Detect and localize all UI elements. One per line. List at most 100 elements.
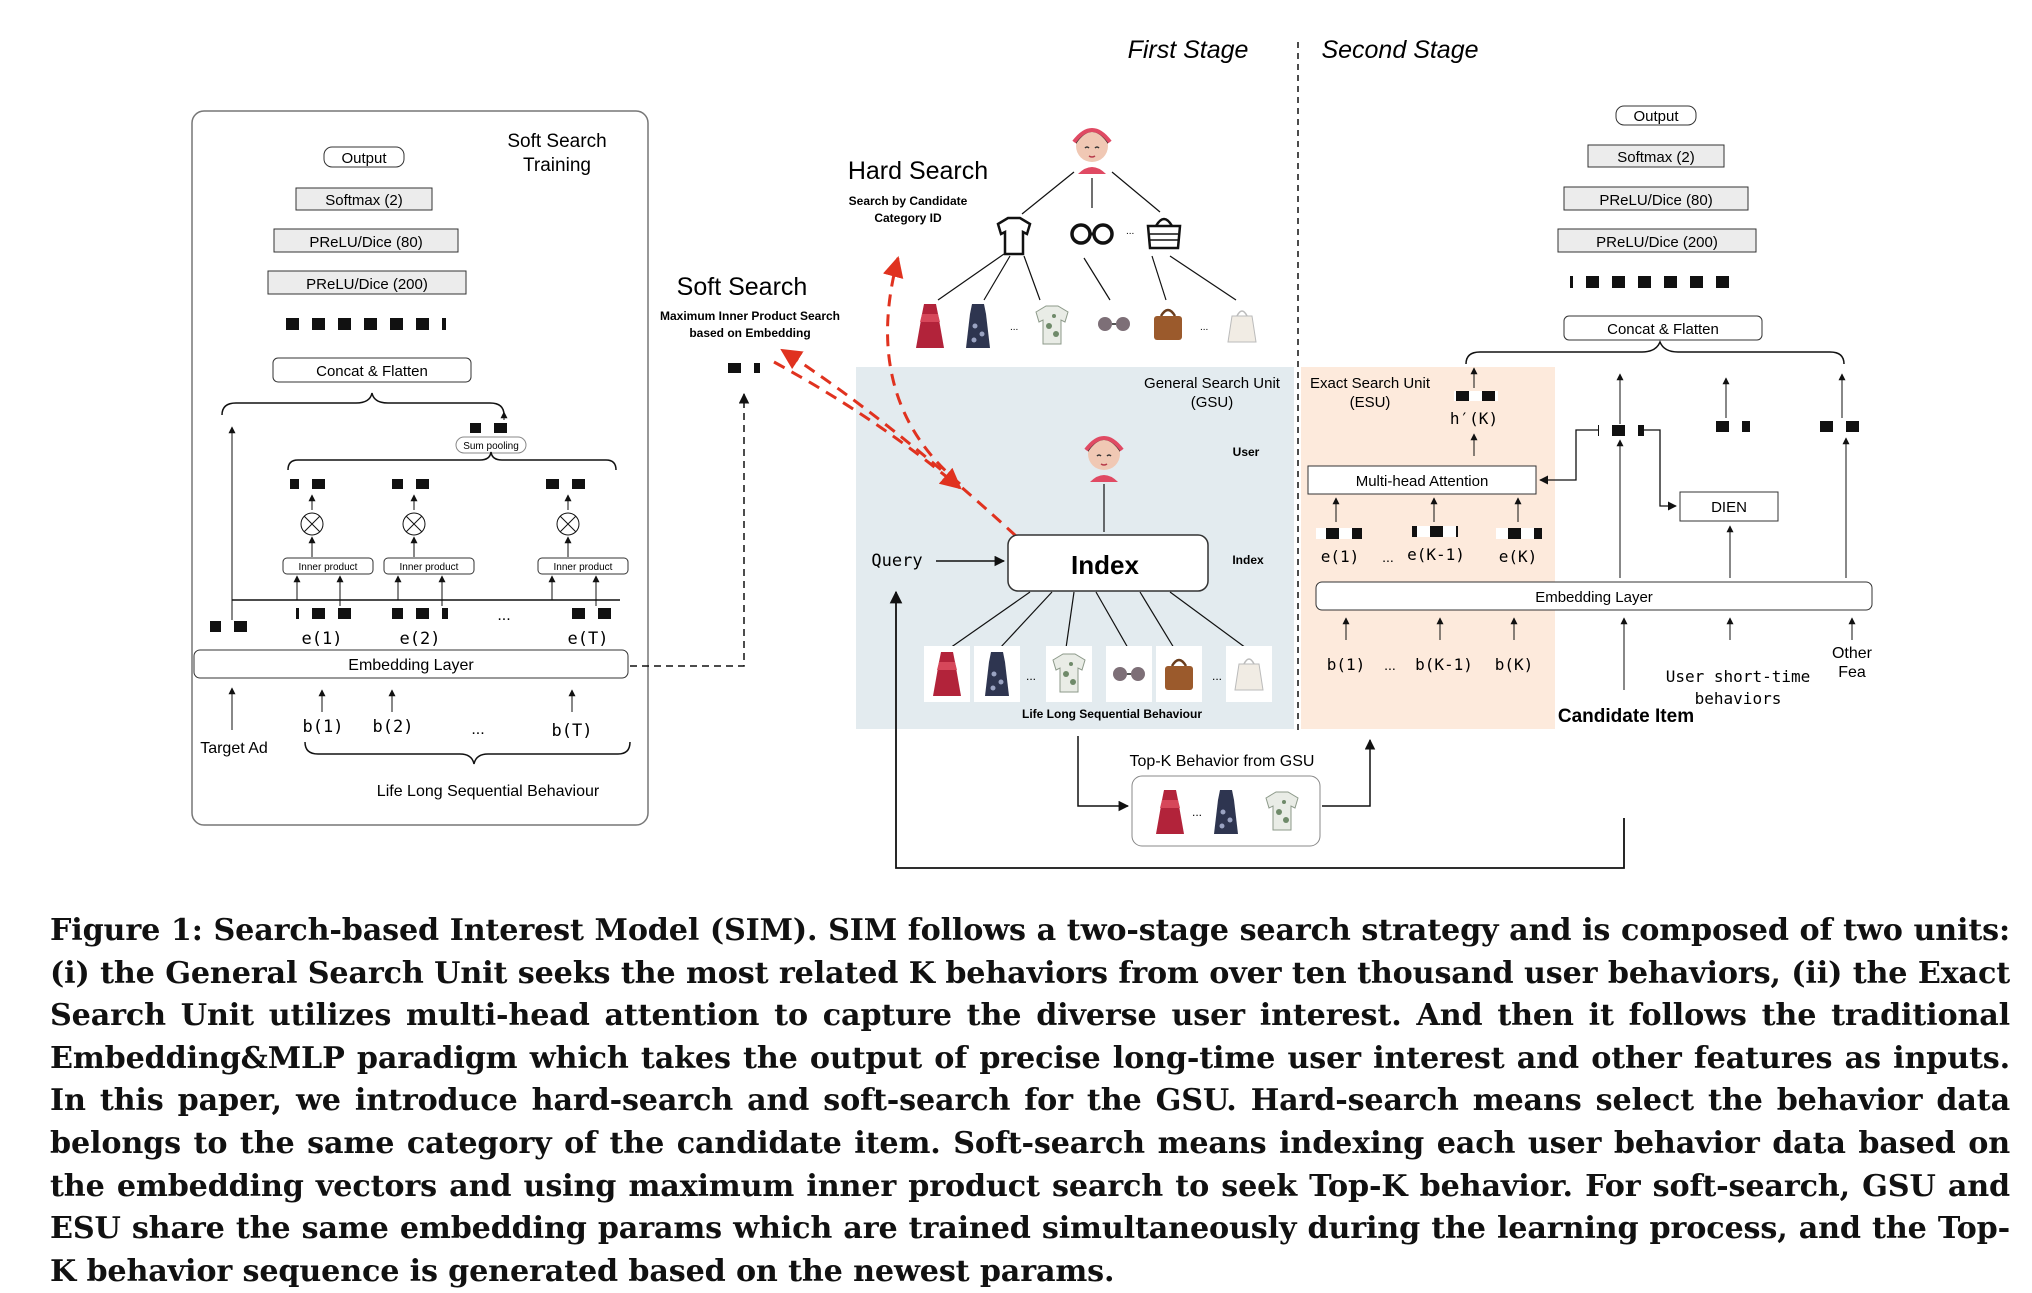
topk-to-esu-arrow: [1322, 738, 1376, 807]
svg-text:...: ...: [1026, 669, 1036, 683]
ellipsis-esu-e: ...: [1382, 549, 1394, 565]
concat-brace-left: [221, 392, 505, 416]
prelu80-label-right: PReLU/Dice (80): [1599, 192, 1712, 209]
eT-label-left: e(T): [568, 629, 609, 649]
embedding-layer-label-left: Embedding Layer: [348, 657, 474, 674]
weighted-column-3: Inner product: [537, 479, 629, 575]
soft-search-title: Soft Search: [677, 273, 808, 301]
soft-training-subtitle: Training: [523, 155, 591, 176]
output-label-left: Output: [341, 150, 387, 167]
candidate-to-dien-arrow: [1644, 429, 1677, 511]
candidate-to-query-loop: [889, 590, 1625, 869]
candidate-item-label: Candidate Item: [1558, 706, 1694, 727]
softmax-label-right: Softmax (2): [1617, 149, 1695, 166]
b1-label-esu: b(1): [1327, 655, 1366, 674]
eK1-vector-esu: [1412, 526, 1458, 537]
gsu-title-2: (GSU): [1191, 394, 1234, 411]
svg-text:...: ...: [1212, 669, 1222, 683]
e1-vector-esu: [1316, 528, 1362, 539]
index-red-arrow: [773, 360, 962, 490]
candidate-vector: [1598, 425, 1644, 436]
ellipsis-esu-b: ...: [1384, 657, 1396, 673]
candidate-to-mha-arrow: [1539, 429, 1598, 485]
user-avatar-icon-top: [1072, 128, 1112, 176]
handbag-icon: [1146, 217, 1182, 250]
hK-label: h′(K): [1450, 409, 1498, 428]
shirt-product-icon: [1035, 305, 1069, 345]
concat-label-left: Concat & Flatten: [316, 363, 428, 380]
index-fanout-lines: [949, 591, 1247, 649]
dien-label: DIEN: [1711, 499, 1747, 516]
first-stage-label: First Stage: [1128, 36, 1249, 64]
gsu-user-label: User: [1233, 445, 1260, 459]
concat-brace-right: [1465, 339, 1845, 365]
gsu-index-label: Index: [1232, 553, 1264, 567]
esu-panel: [1301, 367, 1555, 729]
sum-pooling-label: Sum pooling: [463, 441, 519, 452]
svg-text:...: ...: [1126, 226, 1134, 237]
e1-vector-left: [296, 608, 352, 619]
hard-search-title: Hard Search: [848, 157, 988, 185]
svg-text:...: ...: [1200, 322, 1208, 333]
short-behavior-label-2: behaviors: [1695, 689, 1782, 708]
svg-text:...: ...: [1192, 805, 1202, 819]
soft-search-red-arrow: [780, 348, 1018, 538]
target-ad-label: Target Ad: [200, 740, 268, 757]
eT-vector-left: [562, 608, 618, 619]
weighted-column-2: Inner product: [383, 479, 475, 575]
figure-caption: Figure 1: Search-based Interest Model (S…: [50, 913, 2010, 1289]
e1-label-esu: e(1): [1321, 547, 1360, 566]
esu-title-1: Exact Search Unit: [1310, 375, 1431, 392]
dress-icon-1: [916, 304, 944, 348]
eK-label-esu: e(K): [1499, 547, 1538, 566]
soft-training-panel: [191, 110, 649, 826]
softmax-label-left: Softmax (2): [325, 192, 403, 209]
gsu-product-row: ... ...: [924, 646, 1272, 702]
life-long-brace-left: [304, 741, 631, 765]
svg-text:Inner product: Inner product: [400, 562, 459, 573]
index-box: [1007, 534, 1209, 592]
embedding-layer-left: [193, 649, 629, 679]
life-long-label-left: Life Long Sequential Behaviour: [377, 783, 600, 800]
bK1-label-esu: b(K-1): [1415, 655, 1473, 674]
ellipsis-left-b: ...: [471, 721, 484, 738]
prelu80-box-right: [1563, 186, 1749, 211]
prelu80-box-left: [273, 228, 459, 253]
svg-text:Inner product: Inner product: [299, 562, 358, 573]
svg-text:...: ...: [1010, 322, 1018, 333]
gsu-to-topk-arrow: [1077, 736, 1130, 812]
glasses-icon: [1070, 223, 1114, 245]
soft-search-dashed-link: [630, 392, 750, 667]
embedding-layer-label-right: Embedding Layer: [1535, 589, 1653, 606]
bK-label-esu: b(K): [1495, 655, 1534, 674]
prelu200-box-left: [267, 270, 467, 295]
soft-search-vector: [716, 363, 760, 373]
other-fea-label-1: Other: [1832, 645, 1873, 662]
output-box-right: [1615, 105, 1697, 126]
hK-vector: [1454, 391, 1498, 401]
e2-label-left: e(2): [400, 629, 441, 649]
prelu80-label-left: PReLU/Dice (80): [309, 234, 422, 251]
prelu200-label-left: PReLU/Dice (200): [306, 276, 428, 293]
embedding-vector-right-top: [1570, 276, 1736, 288]
dien-box: [1679, 491, 1779, 522]
esu-title-2: (ESU): [1350, 394, 1391, 411]
softmax-box-left: [295, 187, 433, 211]
hard-search-red-arrow: [882, 255, 961, 486]
mha-box: [1307, 465, 1537, 495]
shirt-icon: [996, 216, 1032, 256]
short-behavior-vector: [1704, 421, 1750, 432]
e2-vector-left: [392, 608, 448, 619]
bT-label-left: b(T): [552, 721, 593, 741]
soft-search-sub1: Maximum Inner Product Search: [660, 309, 840, 323]
other-feature-vector: [1820, 421, 1866, 432]
concat-box-left: [272, 357, 472, 383]
short-behavior-label-1: User short-time: [1666, 667, 1811, 686]
softmax-box-right: [1587, 144, 1725, 168]
embedding-layer-right: [1315, 581, 1873, 611]
output-box-left: [323, 146, 405, 168]
sum-pool-vector: [470, 423, 514, 433]
e1-label-left: e(1): [302, 629, 343, 649]
index-box-label: Index: [1071, 550, 1139, 580]
bag-icon-1: [1152, 308, 1184, 342]
